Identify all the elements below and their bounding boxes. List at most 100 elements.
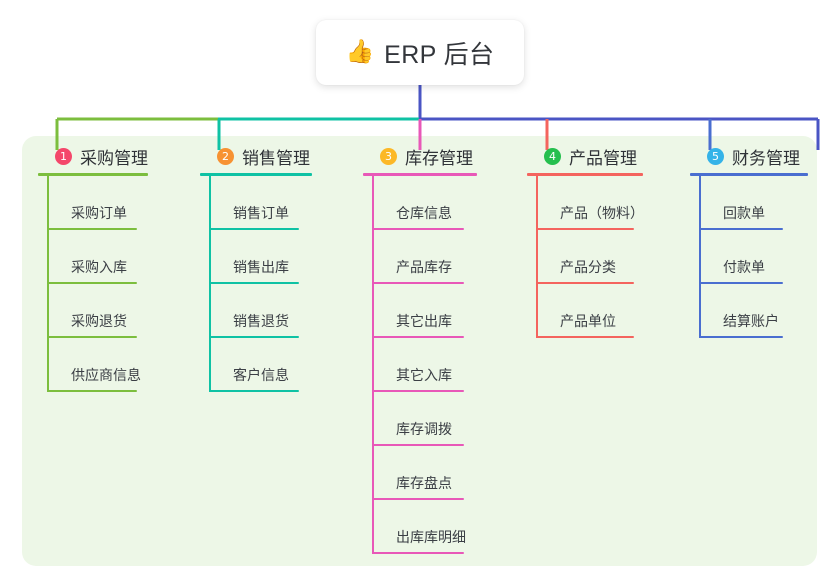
- leaf-node-rule: [209, 336, 299, 338]
- leaf-node-label: 仓库信息: [396, 205, 452, 221]
- branch-header-label: 财务管理: [732, 148, 800, 168]
- leaf-node-label: 库存盘点: [396, 475, 452, 491]
- leaf-node-label: 结算账户: [723, 313, 779, 329]
- branch-spine: [699, 176, 701, 338]
- leaf-node-rule: [372, 390, 464, 392]
- leaf-node-rule: [209, 228, 299, 230]
- branch-header-rule: [690, 173, 808, 176]
- leaf-node-rule: [699, 282, 783, 284]
- leaf-node-label: 付款单: [723, 259, 765, 275]
- branch-items-3: 仓库信息产品库存其它出库其它入库库存调拨库存盘点出库库明细: [363, 176, 473, 554]
- leaf-node-label: 采购订单: [71, 205, 127, 221]
- leaf-node[interactable]: 其它入库: [372, 338, 464, 392]
- leaf-node-rule: [372, 282, 464, 284]
- branch-header-label: 产品管理: [569, 148, 637, 168]
- leaf-node-label: 采购退货: [71, 313, 127, 329]
- leaf-node-rule: [372, 228, 464, 230]
- leaf-node-rule: [372, 498, 464, 500]
- leaf-node-rule: [47, 228, 137, 230]
- leaf-node[interactable]: 销售退货: [209, 284, 299, 338]
- branch-items-5: 回款单付款单结算账户: [690, 176, 800, 338]
- leaf-node-label: 其它出库: [396, 313, 452, 329]
- leaf-node[interactable]: 产品（物料）: [536, 176, 644, 230]
- leaf-node[interactable]: 供应商信息: [47, 338, 141, 392]
- leaf-node-label: 采购入库: [71, 259, 127, 275]
- branch-header-label: 采购管理: [80, 148, 148, 168]
- leaf-node[interactable]: 库存盘点: [372, 446, 464, 500]
- leaf-node-label: 回款单: [723, 205, 765, 221]
- leaf-node-rule: [372, 336, 464, 338]
- branch-spine: [47, 176, 49, 392]
- leaf-node[interactable]: 客户信息: [209, 338, 299, 392]
- leaf-node-label: 产品分类: [560, 259, 616, 275]
- leaf-node-rule: [536, 282, 634, 284]
- leaf-node[interactable]: 结算账户: [699, 284, 783, 338]
- branch-header-1[interactable]: 1 采购管理: [38, 136, 148, 176]
- branch-badge-5: 5: [707, 147, 724, 165]
- root-node[interactable]: 👍 ERP 后台: [316, 20, 524, 85]
- leaf-node-rule: [209, 282, 299, 284]
- leaf-node-rule: [372, 444, 464, 446]
- branch-spine: [209, 176, 211, 392]
- leaf-node[interactable]: 采购入库: [47, 230, 137, 284]
- leaf-node[interactable]: 出库库明细: [372, 500, 466, 554]
- leaf-node-label: 销售退货: [233, 313, 289, 329]
- leaf-node[interactable]: 库存调拨: [372, 392, 464, 446]
- branch-items-1: 采购订单采购入库采购退货供应商信息: [38, 176, 148, 392]
- branch-badge-3: 3: [380, 147, 397, 165]
- leaf-node-label: 供应商信息: [71, 367, 141, 383]
- leaf-node-label: 产品库存: [396, 259, 452, 275]
- leaf-node[interactable]: 付款单: [699, 230, 783, 284]
- branch-header-rule: [527, 173, 643, 176]
- leaf-node-label: 销售出库: [233, 259, 289, 275]
- branch-header-label: 库存管理: [405, 148, 473, 168]
- branch-badge-1: 1: [55, 147, 72, 165]
- leaf-node[interactable]: 产品库存: [372, 230, 464, 284]
- leaf-node-rule: [699, 228, 783, 230]
- leaf-node-rule: [47, 282, 137, 284]
- branch-header-3[interactable]: 3 库存管理: [363, 136, 477, 176]
- leaf-node-rule: [536, 336, 634, 338]
- leaf-node[interactable]: 其它出库: [372, 284, 464, 338]
- branch-spine: [372, 176, 374, 554]
- leaf-node-rule: [209, 390, 299, 392]
- branch-badge-4: 4: [544, 147, 561, 165]
- branch-header-rule: [200, 173, 312, 176]
- leaf-node-label: 产品（物料）: [560, 205, 644, 221]
- root-node-content: 👍 ERP 后台: [346, 35, 495, 71]
- leaf-node-rule: [372, 552, 464, 554]
- branch-header-5[interactable]: 5 财务管理: [690, 136, 808, 176]
- root-node-label: ERP 后台: [384, 40, 495, 69]
- branch-header-4[interactable]: 4 产品管理: [527, 136, 643, 176]
- branch-items-2: 销售订单销售出库销售退货客户信息: [200, 176, 310, 392]
- leaf-node[interactable]: 回款单: [699, 176, 783, 230]
- leaf-node[interactable]: 产品单位: [536, 284, 634, 338]
- branch-items-4: 产品（物料） 产品分类产品单位: [527, 176, 644, 338]
- leaf-node-label: 销售订单: [233, 205, 289, 221]
- leaf-node[interactable]: 采购退货: [47, 284, 137, 338]
- leaf-node[interactable]: 产品分类: [536, 230, 634, 284]
- branch-header-rule: [363, 173, 477, 176]
- leaf-node[interactable]: 销售出库: [209, 230, 299, 284]
- leaf-node-label: 库存调拨: [396, 421, 452, 437]
- leaf-node[interactable]: 采购订单: [47, 176, 137, 230]
- branch-column-3: 3 库存管理仓库信息产品库存其它出库其它入库库存调拨库存盘点出库库明细: [363, 136, 477, 554]
- leaf-node-rule: [47, 336, 137, 338]
- branch-column-1: 1 采购管理采购订单采购入库采购退货供应商信息: [38, 136, 148, 392]
- branch-spine: [536, 176, 538, 338]
- leaf-node-rule: [536, 228, 634, 230]
- leaf-node-rule: [699, 336, 783, 338]
- leaf-node[interactable]: 销售订单: [209, 176, 299, 230]
- leaf-node-label: 产品单位: [560, 313, 616, 329]
- diagram-panel: [22, 136, 817, 566]
- leaf-node-label: 其它入库: [396, 367, 452, 383]
- branch-column-5: 5 财务管理回款单付款单结算账户: [690, 136, 808, 338]
- leaf-node[interactable]: 仓库信息: [372, 176, 464, 230]
- branch-header-label: 销售管理: [242, 148, 310, 168]
- branch-header-rule: [38, 173, 148, 176]
- branch-column-4: 4 产品管理产品（物料） 产品分类产品单位: [527, 136, 644, 338]
